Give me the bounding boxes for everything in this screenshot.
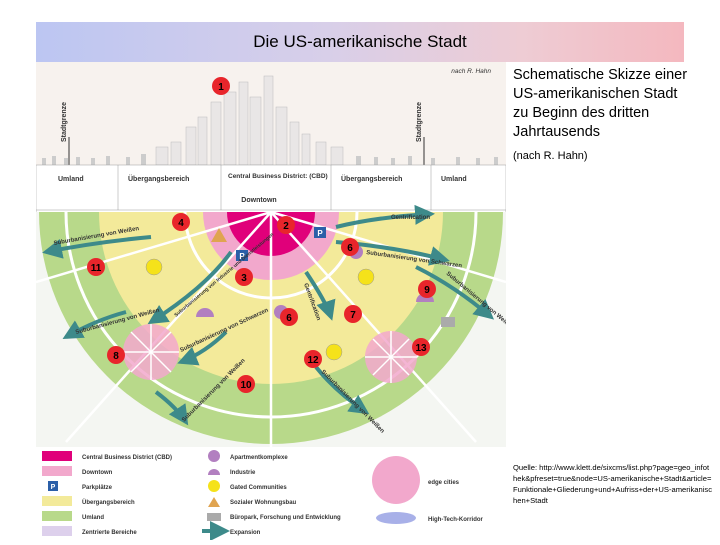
zone-band xyxy=(35,164,507,211)
zone-downtown: Downtown xyxy=(241,197,276,204)
svg-text:Stadtgrenze: Stadtgrenze xyxy=(416,102,423,142)
marker-7: 7 xyxy=(344,305,362,323)
houses-right xyxy=(356,156,498,165)
legend-umland: Umland xyxy=(82,515,104,521)
gated-community-1 xyxy=(145,258,163,276)
zone-umland-left: Umland xyxy=(58,176,84,183)
marker-2: 2 xyxy=(277,216,295,234)
svg-text:1: 1 xyxy=(218,82,224,93)
gated-community-3 xyxy=(325,343,343,361)
marker-12: 12 xyxy=(304,350,322,368)
houses-left xyxy=(42,154,146,165)
legend-industry: Industrie xyxy=(230,470,256,476)
zone-transition-left: Übergangsbereich xyxy=(128,174,189,183)
social-housing-1 xyxy=(211,228,227,242)
svg-text:6: 6 xyxy=(347,243,353,254)
marker-13: 13 xyxy=(412,338,430,356)
label-gentrification-top: Gentrification xyxy=(391,215,430,221)
legend-social-housing: Sozialer Wohnungsbau xyxy=(230,500,297,506)
legend-hightech: High-Tech-Korridor xyxy=(428,517,484,523)
title-bar: Die US-amerikanische Stadt xyxy=(36,22,684,62)
svg-text:P: P xyxy=(239,252,245,261)
zone-umland-right: Umland xyxy=(441,176,467,183)
legend-downtown: Downtown xyxy=(82,470,113,476)
marker-11: 11 xyxy=(87,258,105,276)
edge-city-right xyxy=(365,331,417,383)
svg-text:10: 10 xyxy=(240,380,252,391)
caption: Schematische Skizze einer US-amerikanisc… xyxy=(513,67,688,140)
svg-text:8: 8 xyxy=(113,351,119,362)
legend-edge-cities: edge cities xyxy=(428,480,460,486)
svg-text:Stadtgrenze: Stadtgrenze xyxy=(61,102,68,142)
marker-8: 8 xyxy=(107,346,125,364)
zone-transition-right: Übergangsbereich xyxy=(341,174,402,183)
parking-1: P xyxy=(236,250,248,261)
industry-1 xyxy=(196,308,214,317)
legend-parking: Parkplätze xyxy=(82,485,113,491)
legend-gated: Gated Communities xyxy=(230,485,287,491)
gated-community-2 xyxy=(357,268,375,286)
zone-cbd: Central Business District: (CBD) xyxy=(228,173,328,180)
svg-text:9: 9 xyxy=(424,285,430,296)
svg-text:7: 7 xyxy=(350,310,356,321)
legend-transition: Übergangsbereich xyxy=(82,499,135,506)
marker-3: 3 xyxy=(235,268,253,286)
svg-text:P: P xyxy=(317,229,323,238)
city-limit-left: Stadtgrenze xyxy=(61,102,70,165)
migration-arrows xyxy=(42,204,495,426)
svg-text:11: 11 xyxy=(91,263,102,274)
marker-6b: 6 xyxy=(280,308,298,326)
source-note: Quelle: http://www.klett.de/sixcms/list.… xyxy=(513,463,713,505)
legend-centered: Zentrierte Bereiche xyxy=(82,530,137,536)
legend-cbd: Central Business District (CBD) xyxy=(82,455,172,461)
svg-text:13: 13 xyxy=(415,343,427,354)
marker-6: 6 xyxy=(341,238,359,256)
edge-city-left xyxy=(123,324,179,380)
caption-sub: (nach R. Hahn) xyxy=(513,150,588,162)
svg-text:2: 2 xyxy=(283,221,289,232)
legend: Central Business District (CBD) Downtown… xyxy=(42,450,484,541)
svg-text:3: 3 xyxy=(241,273,247,284)
marker-4: 4 xyxy=(172,213,190,231)
city-limit-right: Stadtgrenze xyxy=(416,102,425,165)
legend-panel xyxy=(36,447,506,540)
skyline xyxy=(155,75,344,166)
number-markers: 1 2 3 4 6 6 7 8 9 10 11 12 13 xyxy=(87,77,436,393)
office-park-1 xyxy=(441,317,455,327)
credit-label: nach R. Hahn xyxy=(451,68,491,75)
legend-apartments: Apartmentkomplexe xyxy=(230,455,288,461)
legend-office-park: Büropark, Forschung und Entwicklung xyxy=(230,515,341,521)
marker-10: 10 xyxy=(237,375,255,393)
marker-1: 1 xyxy=(212,77,230,95)
city-diagram-svg: nach R. Hahn Stadtgrenze Stadtgrenze Uml… xyxy=(35,61,515,541)
city-diagram: nach R. Hahn Stadtgrenze Stadtgrenze Uml… xyxy=(35,61,515,541)
legend-expansion: Expansion xyxy=(230,530,261,536)
marker-9: 9 xyxy=(418,280,436,298)
svg-text:12: 12 xyxy=(307,355,319,366)
svg-text:6: 6 xyxy=(286,313,292,324)
svg-text:P: P xyxy=(51,484,56,491)
page-title: Die US-amerikanische Stadt xyxy=(253,32,467,51)
svg-text:4: 4 xyxy=(178,218,184,229)
parking-2: P xyxy=(314,227,326,238)
